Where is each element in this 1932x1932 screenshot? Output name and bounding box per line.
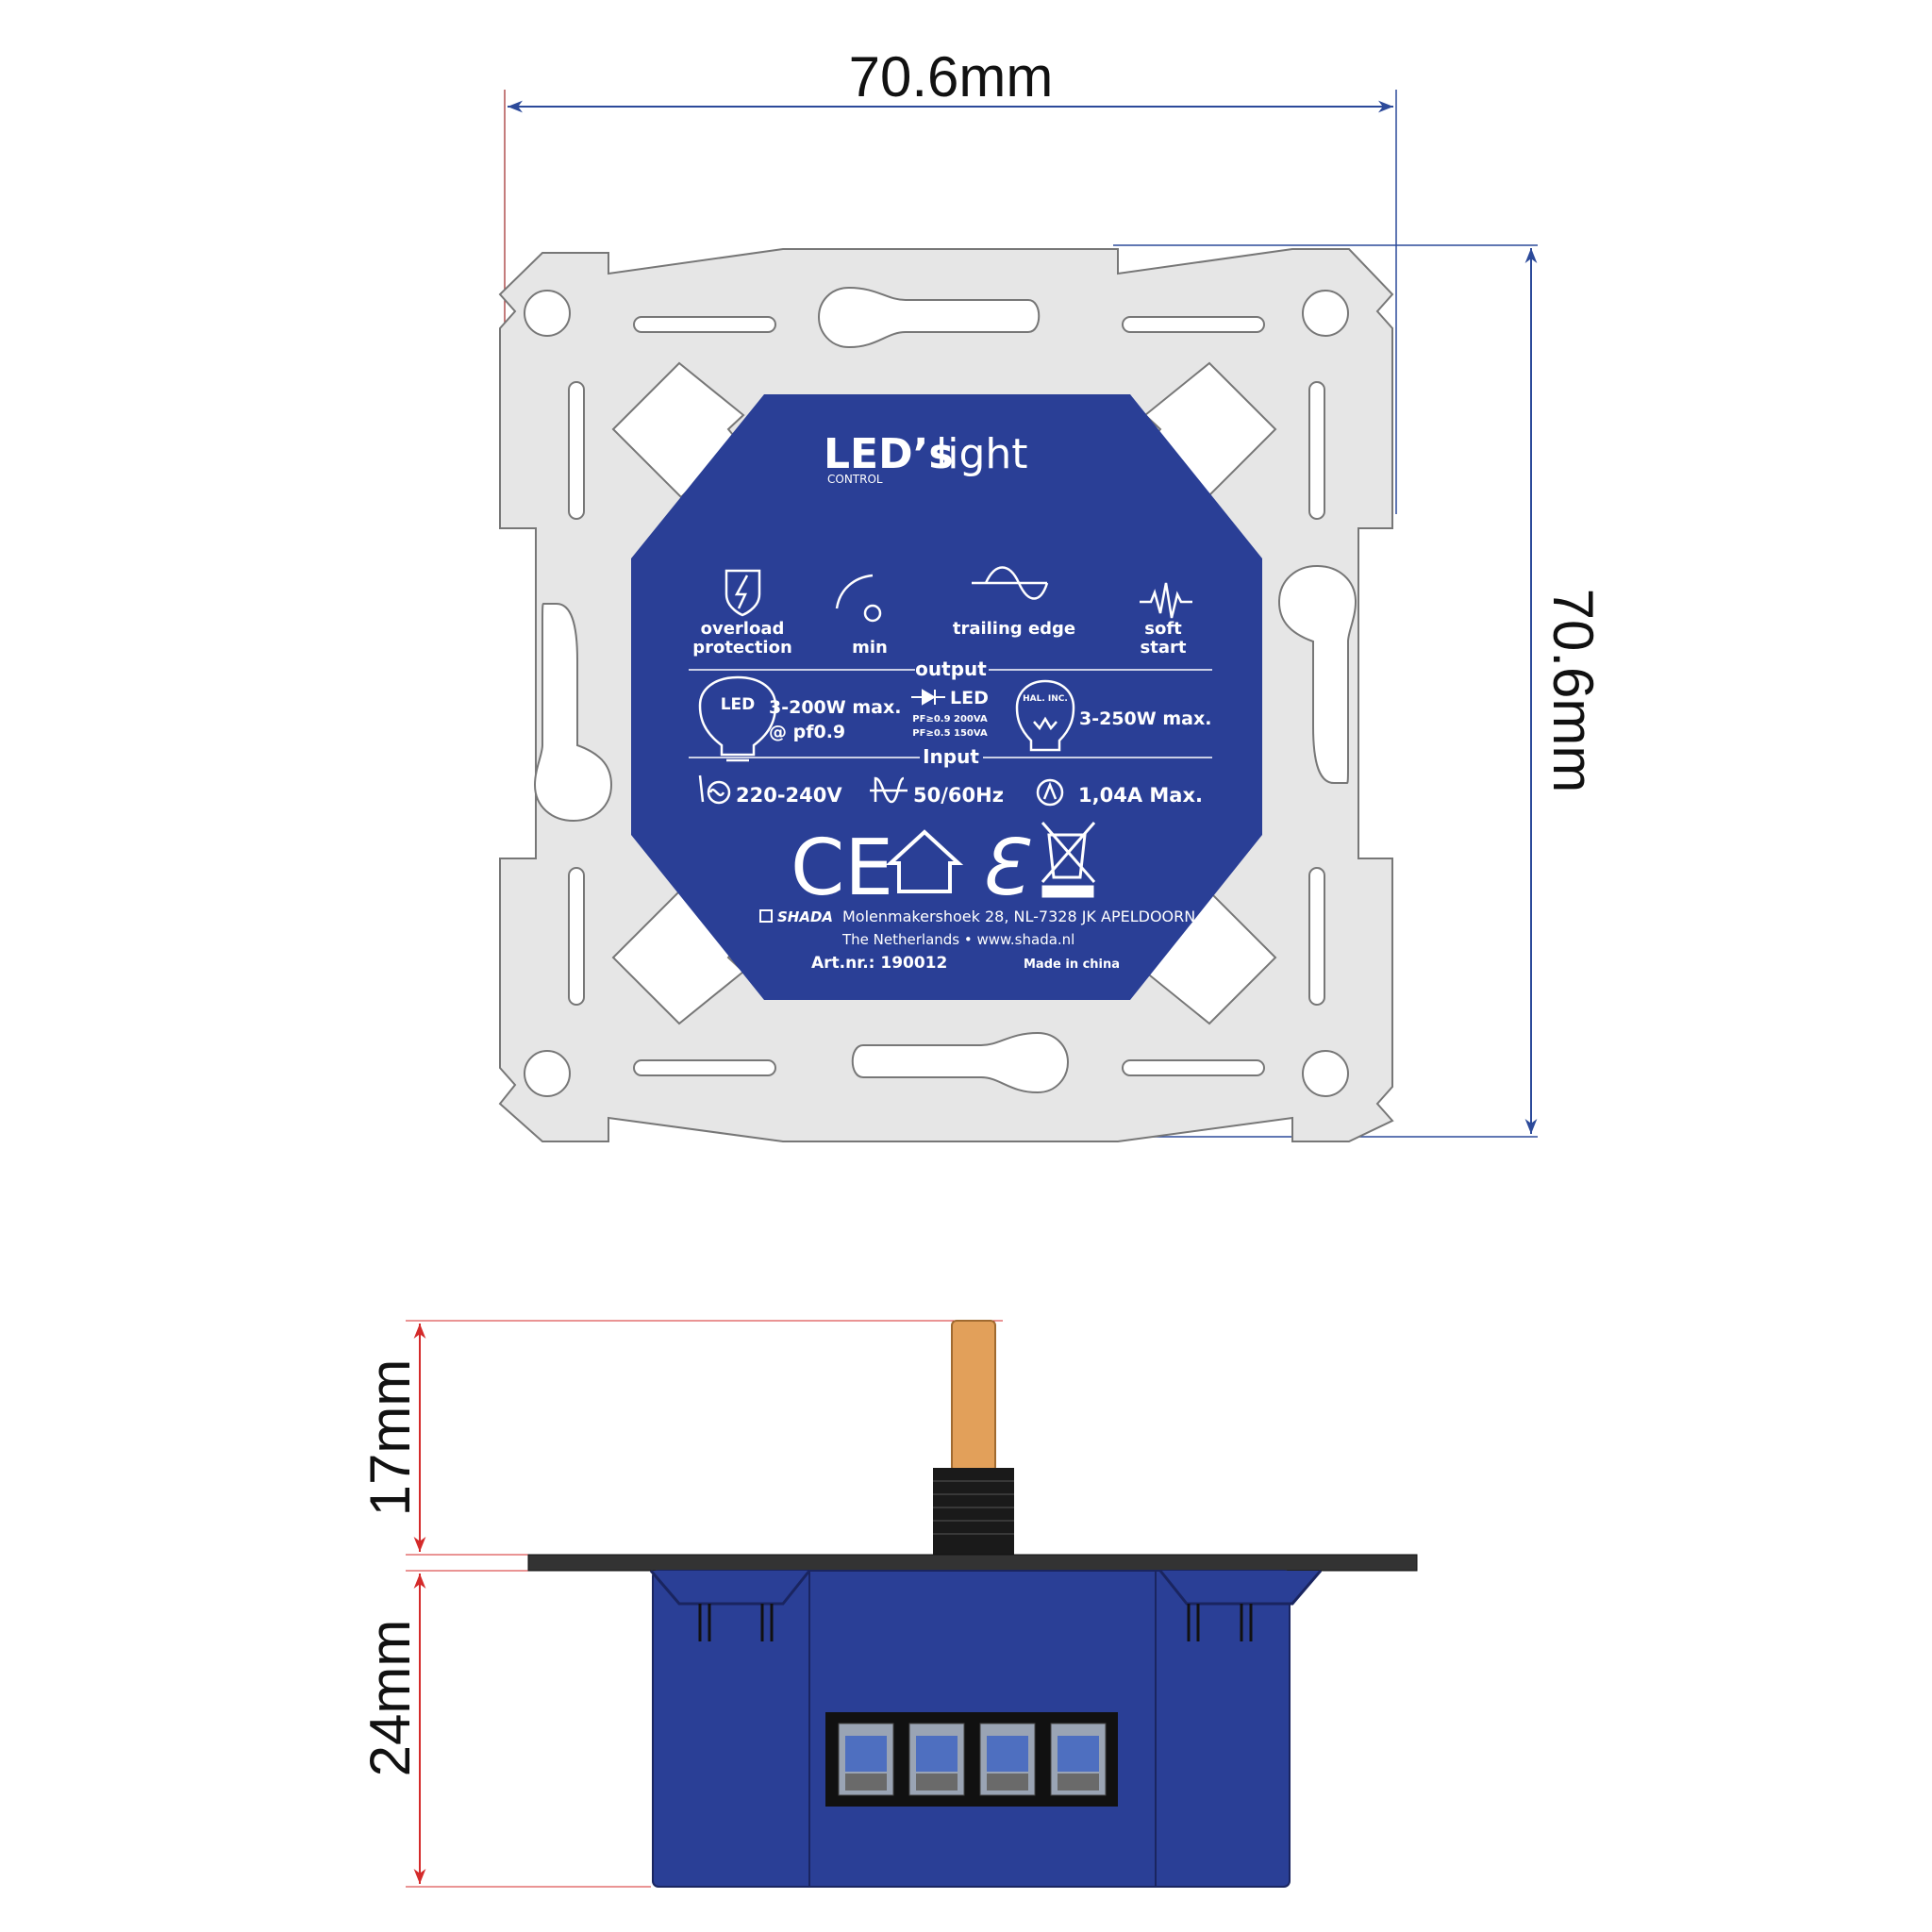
led-diode-icon	[911, 689, 945, 706]
brand-subtitle: CONTROL	[827, 473, 883, 486]
weee-bin-icon	[1041, 822, 1096, 898]
keyhole-slots	[533, 286, 1357, 1094]
top-view: 70.6mm 70.6mm	[498, 45, 1605, 1142]
input-heading: Input	[923, 745, 979, 768]
input-voltage: 220-240V	[736, 784, 842, 807]
input-frequency: 50/60Hz	[913, 784, 1004, 807]
led-symbol-label: LED	[950, 688, 989, 708]
input-current: 1,04A Max.	[1078, 784, 1203, 807]
shaft-dimension-label: 17mm	[358, 1359, 422, 1517]
bulb-sun-icon	[863, 604, 882, 623]
terminal-screws	[838, 1723, 1107, 1796]
feature-label-protection: protection	[692, 638, 792, 658]
pf-line-1: PF≥0.9 200VA	[912, 714, 988, 724]
maker-name: SHADA	[777, 908, 833, 925]
halogen-range: 3-250W max.	[1079, 708, 1211, 729]
address-line-1: Molenmakershoek 28, NL-7328 JK APELDOORN	[842, 908, 1195, 925]
brand-light: light	[936, 430, 1028, 478]
soft-start-wave-icon	[1140, 582, 1192, 619]
width-dimension-label: 70.6mm	[849, 45, 1054, 108]
product-label	[631, 394, 1262, 1000]
threaded-bushing	[933, 1468, 1014, 1557]
current-icon	[1036, 778, 1064, 807]
brand-logo: LED’s light CONTROL	[824, 430, 1028, 486]
clip-pins	[698, 1604, 1253, 1641]
shada-logo-icon	[759, 909, 773, 923]
frequency-icon	[870, 776, 908, 804]
terminal-screw	[979, 1723, 1036, 1796]
eps-mark: Ɛ	[978, 824, 1031, 913]
mounting-clips	[649, 1570, 1323, 1606]
lightning-bolt-icon	[734, 575, 749, 609]
face-plate	[527, 1554, 1418, 1572]
pf-line-2: PF≥0.5 150VA	[912, 728, 988, 739]
article-number: Art.nr.: 190012	[811, 954, 947, 973]
dimmer-shaft	[951, 1320, 996, 1473]
bushing-threads	[933, 1480, 1014, 1535]
origin: Made in china	[1024, 958, 1120, 972]
terminal-screw	[838, 1723, 894, 1796]
output-heading: output	[915, 658, 987, 680]
corner-hole	[524, 1050, 571, 1097]
side-view: 17mm 24mm	[358, 1320, 1418, 1888]
height-dimension-label: 70.6mm	[1541, 589, 1605, 793]
terminal-screw	[908, 1723, 965, 1796]
ce-mark: CE	[791, 824, 893, 913]
corner-hole	[524, 290, 571, 337]
led-power-factor: @ pf0.9	[769, 722, 845, 742]
lightning-shield-icon	[724, 569, 761, 617]
brand-bold: LED’s	[824, 430, 954, 478]
led-bulb-icon	[698, 675, 777, 762]
feature-labels: overload protection min trailing edge so…	[692, 619, 1187, 658]
voltage-icon	[698, 774, 731, 805]
led-bulb-text: LED	[721, 695, 756, 714]
plate-slots	[568, 316, 1325, 1076]
dimmer-min-icon	[835, 574, 874, 609]
halogen-bulb-icon	[1015, 679, 1075, 752]
house-icon	[885, 829, 964, 893]
led-range: 3-200W max.	[769, 697, 901, 718]
body-dimension-label: 24mm	[358, 1620, 422, 1777]
feature-label-soft: soft	[1144, 619, 1182, 639]
feature-label-min: min	[852, 638, 888, 658]
feature-label-trailing-edge: trailing edge	[953, 619, 1075, 639]
corner-hole	[1302, 290, 1349, 337]
address-line-2: The Netherlands • www.shada.nl	[841, 931, 1074, 948]
corner-hole	[1302, 1050, 1349, 1097]
feature-label-start: start	[1141, 638, 1187, 658]
feature-icons	[724, 566, 1192, 623]
feature-label-overload: overload	[701, 619, 785, 639]
terminal-screw	[1050, 1723, 1107, 1796]
halogen-bulb-text: HAL. INC.	[1023, 694, 1068, 704]
